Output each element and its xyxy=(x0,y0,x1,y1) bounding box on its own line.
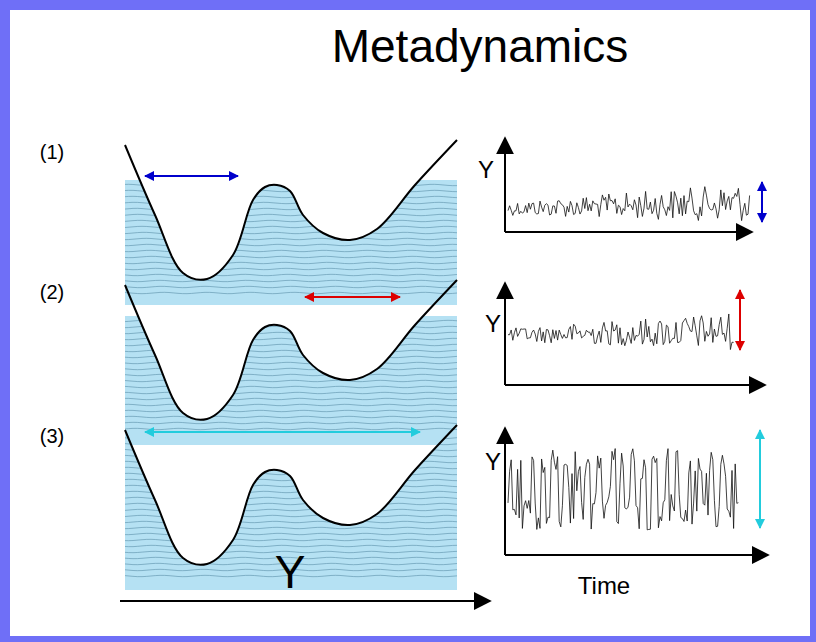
time-trace-plot xyxy=(505,428,768,555)
panel-number: (1) xyxy=(40,141,64,164)
axis-label: Time xyxy=(578,572,630,600)
time-trace-plot xyxy=(505,138,762,232)
panel-number: (3) xyxy=(40,425,64,448)
panel-number: (2) xyxy=(40,281,64,304)
axis-label: Y xyxy=(485,310,501,338)
axis-label: Y xyxy=(478,156,494,184)
axis-label: Y xyxy=(485,448,501,476)
axis-label: Y xyxy=(275,545,306,599)
time-trace-plot xyxy=(505,283,765,385)
axis-arrow xyxy=(120,600,490,602)
title: Metadynamics xyxy=(332,19,629,73)
